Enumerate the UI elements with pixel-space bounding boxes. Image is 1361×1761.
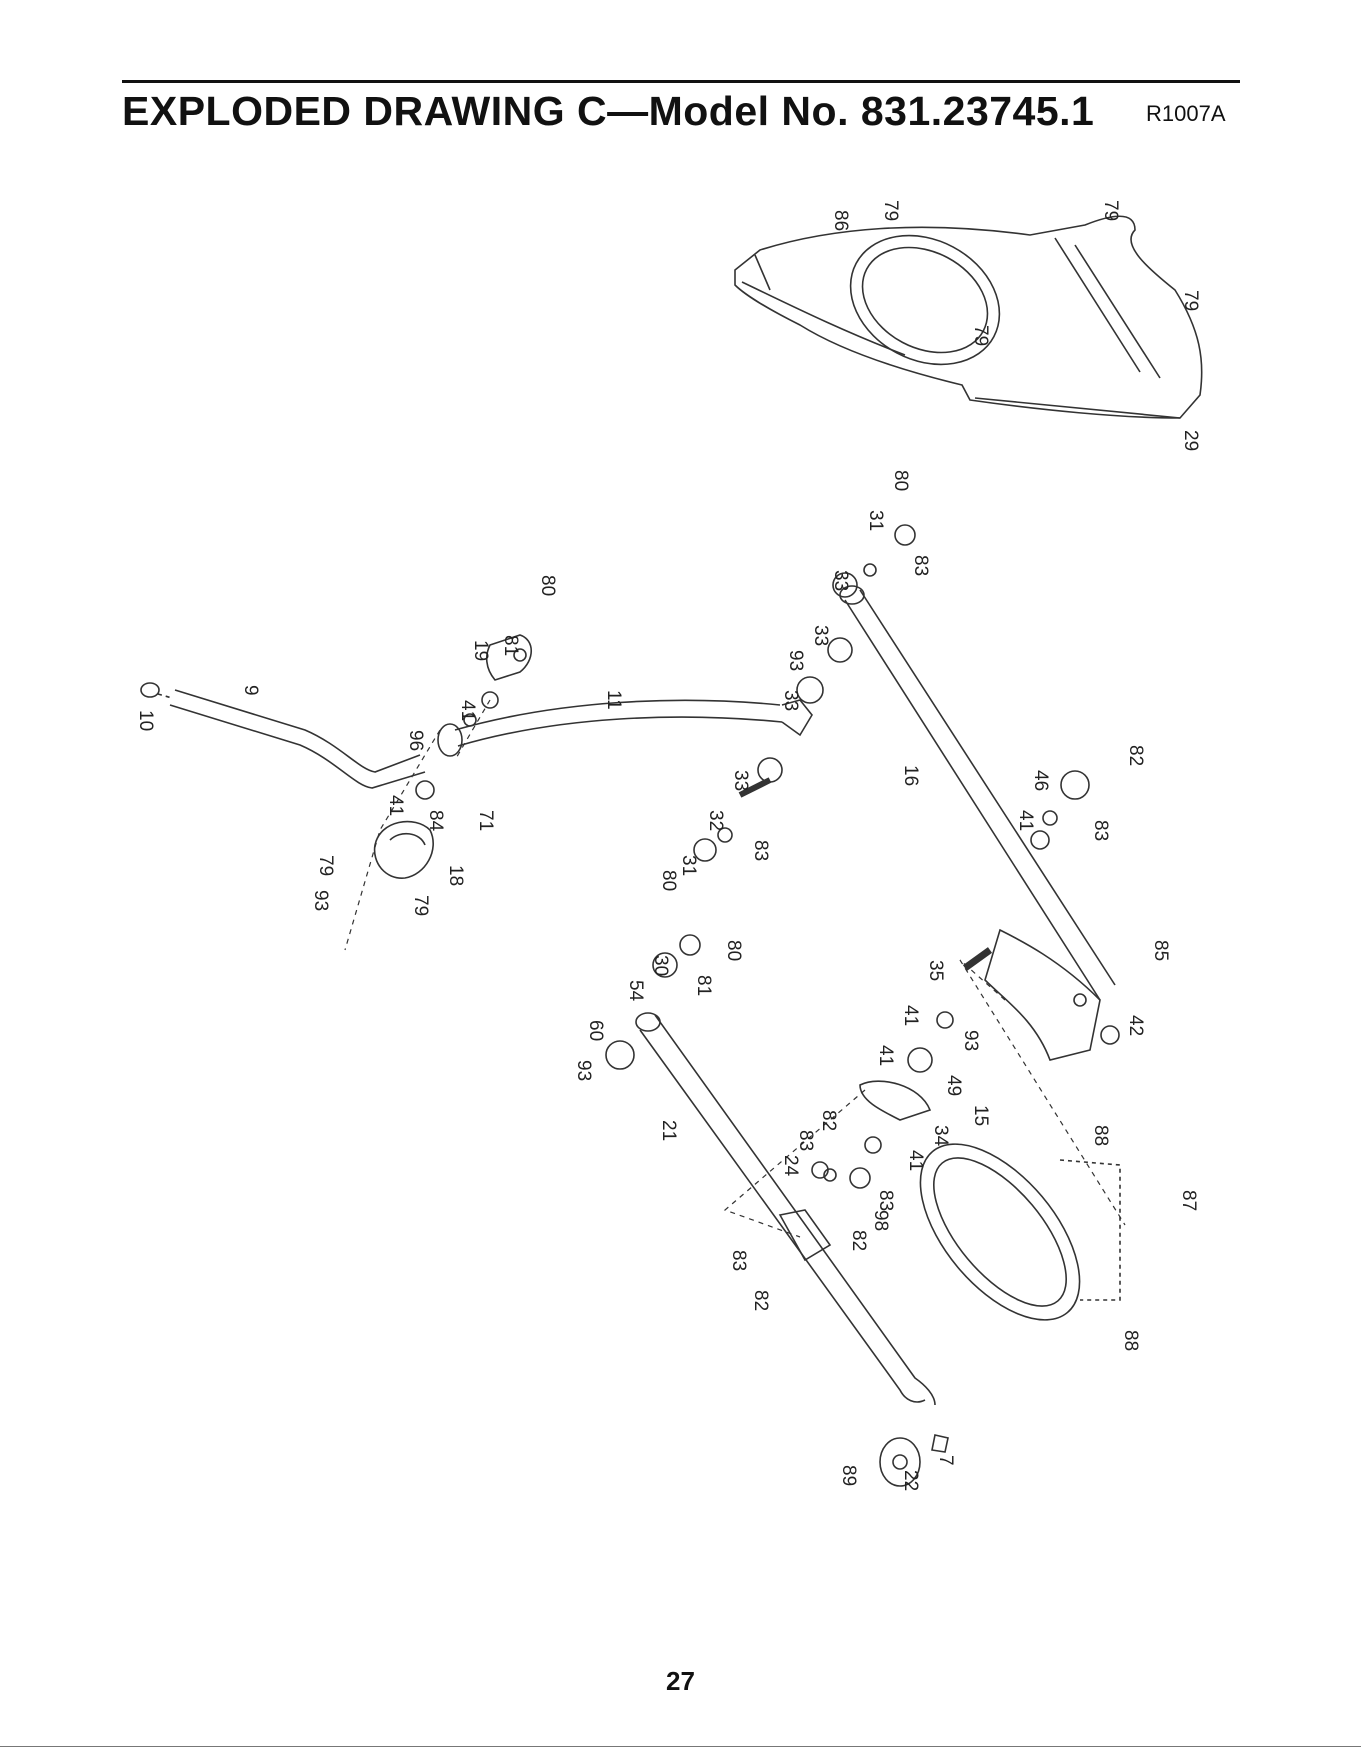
page-number: 27 bbox=[0, 1666, 1361, 1697]
part-label: 9 bbox=[240, 685, 261, 696]
part-label: 10 bbox=[135, 710, 156, 731]
part-label: 80 bbox=[537, 575, 558, 596]
part-label: 34 bbox=[930, 1125, 951, 1147]
part-label: 98 bbox=[870, 1210, 891, 1231]
part-label: 79 bbox=[880, 200, 901, 221]
part-label: 83 bbox=[795, 1130, 816, 1151]
part-label: 33 bbox=[830, 570, 851, 591]
part-label: 16 bbox=[900, 765, 921, 786]
part-label: 79 bbox=[1100, 200, 1121, 221]
part-label: 82 bbox=[1125, 745, 1146, 766]
part-label: 89 bbox=[838, 1465, 859, 1486]
part-label: 83 bbox=[750, 840, 771, 861]
part-label: 84 bbox=[425, 810, 446, 832]
part-label: 11 bbox=[603, 690, 624, 710]
part-label: 79 bbox=[315, 855, 336, 876]
part-label: 24 bbox=[780, 1155, 801, 1177]
part-label: 7 bbox=[935, 1455, 956, 1466]
part-label: 19 bbox=[470, 640, 491, 661]
part-label: 80 bbox=[890, 470, 911, 491]
handlebar-tube bbox=[141, 683, 425, 788]
part-label: 81 bbox=[500, 635, 521, 656]
part-label: 18 bbox=[445, 865, 466, 886]
part-label: 54 bbox=[625, 980, 646, 1002]
part-label: 31 bbox=[865, 510, 886, 531]
part-label: 29 bbox=[1180, 430, 1201, 451]
part-label: 22 bbox=[900, 1470, 921, 1491]
part-label: 93 bbox=[785, 650, 806, 671]
part-label: 21 bbox=[658, 1120, 679, 1141]
shroud-cover bbox=[735, 210, 1202, 418]
part-label: 81 bbox=[693, 975, 714, 996]
part-label: 82 bbox=[848, 1230, 869, 1251]
part-label: 88 bbox=[1090, 1125, 1111, 1146]
bottom-rule bbox=[0, 1746, 1361, 1747]
part-label: 83 bbox=[728, 1250, 749, 1271]
part-label: 60 bbox=[585, 1020, 606, 1041]
part-label: 79 bbox=[1180, 290, 1201, 311]
part-label: 31 bbox=[678, 855, 699, 876]
part-label: 83 bbox=[1090, 820, 1111, 841]
part-label: 32 bbox=[705, 810, 726, 831]
part-label: 79 bbox=[410, 895, 431, 916]
part-label: 88 bbox=[1120, 1330, 1141, 1351]
part-label: 35 bbox=[925, 960, 946, 981]
part-label: 83 bbox=[875, 1190, 896, 1211]
part-label: 79 bbox=[970, 325, 991, 346]
part-label: 71 bbox=[475, 810, 496, 831]
part-label: 33 bbox=[810, 625, 831, 646]
part-label: 41 bbox=[1015, 810, 1036, 831]
part-label: 83 bbox=[910, 555, 931, 576]
upper-arm-tube bbox=[438, 700, 812, 756]
part-labels: 86 79 79 79 79 29 80 31 83 33 33 93 33 8… bbox=[135, 200, 1201, 1491]
part-label: 15 bbox=[970, 1105, 991, 1126]
lower-cover bbox=[375, 822, 434, 879]
part-label: 41 bbox=[457, 700, 478, 721]
part-label: 42 bbox=[1125, 1015, 1146, 1036]
part-label: 80 bbox=[723, 940, 744, 961]
part-label: 82 bbox=[818, 1110, 839, 1131]
part-label: 41 bbox=[385, 795, 406, 816]
part-label: 33 bbox=[780, 690, 801, 711]
part-label: 41 bbox=[875, 1045, 896, 1066]
part-label: 30 bbox=[650, 955, 671, 976]
part-label: 41 bbox=[905, 1150, 926, 1171]
part-label: 46 bbox=[1030, 770, 1051, 791]
part-label: 86 bbox=[830, 210, 851, 231]
part-label: 85 bbox=[1150, 940, 1171, 961]
part-label: 96 bbox=[405, 730, 426, 751]
part-label: 41 bbox=[900, 1005, 921, 1026]
part-label: 33 bbox=[730, 770, 751, 791]
part-label: 82 bbox=[750, 1290, 771, 1311]
part-label: 87 bbox=[1178, 1190, 1199, 1211]
part-label: 80 bbox=[658, 870, 679, 891]
part-label: 93 bbox=[310, 890, 331, 911]
part-label: 93 bbox=[960, 1030, 981, 1051]
part-label: 93 bbox=[573, 1060, 594, 1081]
part-label: 49 bbox=[943, 1075, 964, 1096]
